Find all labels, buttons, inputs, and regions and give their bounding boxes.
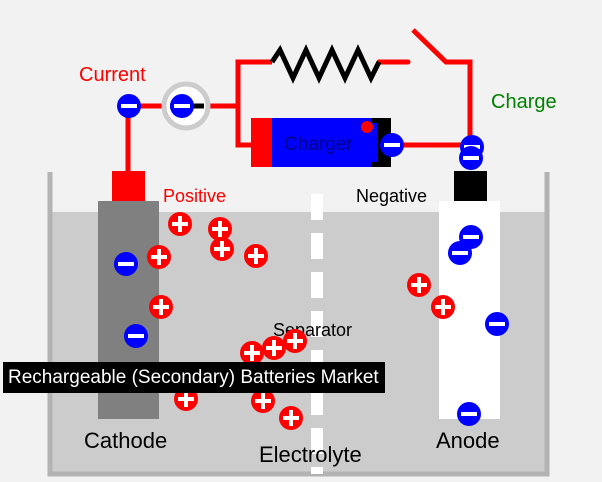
charger-positive-end <box>251 118 272 167</box>
cation-icon <box>147 245 171 269</box>
cation-icon <box>283 329 307 353</box>
ions <box>114 212 509 430</box>
electron-icon <box>170 94 194 118</box>
current-label: Current <box>79 64 146 86</box>
electron-icon <box>114 252 138 276</box>
charger-indicator-light <box>361 121 373 133</box>
positive-label: Positive <box>163 186 226 206</box>
cation-icon <box>174 387 198 411</box>
cathode-label: Cathode <box>84 428 167 453</box>
cation-icon <box>210 237 234 261</box>
cation-icon <box>208 217 232 241</box>
battery-container <box>47 172 550 477</box>
cation-icon <box>251 389 275 413</box>
electron-icon <box>124 324 148 348</box>
anode-terminal <box>454 171 487 201</box>
electron-icon <box>380 133 404 157</box>
circuit-electrons <box>117 94 484 170</box>
anode-label: Anode <box>436 428 500 453</box>
electron-icon <box>485 312 509 336</box>
cation-icon <box>431 295 455 319</box>
cation-icon <box>240 341 264 365</box>
negative-label: Negative <box>356 186 427 206</box>
charger-cap-inner <box>371 123 378 162</box>
electron-icon <box>457 402 481 426</box>
cation-icon <box>407 273 431 297</box>
electron-icon <box>117 94 141 118</box>
cation-icon <box>168 212 192 236</box>
cation-icon <box>244 244 268 268</box>
cation-icon <box>149 295 173 319</box>
resistor <box>269 44 382 84</box>
electrolyte-label: Electrolyte <box>259 442 362 467</box>
charger-label: Charger <box>284 134 353 155</box>
charge-label: Charge <box>491 91 557 113</box>
electron-icon <box>448 241 472 265</box>
electron-icon <box>459 146 483 170</box>
cathode-terminal <box>112 171 145 201</box>
cation-icon <box>279 406 303 430</box>
caption-banner: Rechargeable (Secondary) Batteries Marke… <box>3 362 385 393</box>
cation-icon <box>262 336 286 360</box>
